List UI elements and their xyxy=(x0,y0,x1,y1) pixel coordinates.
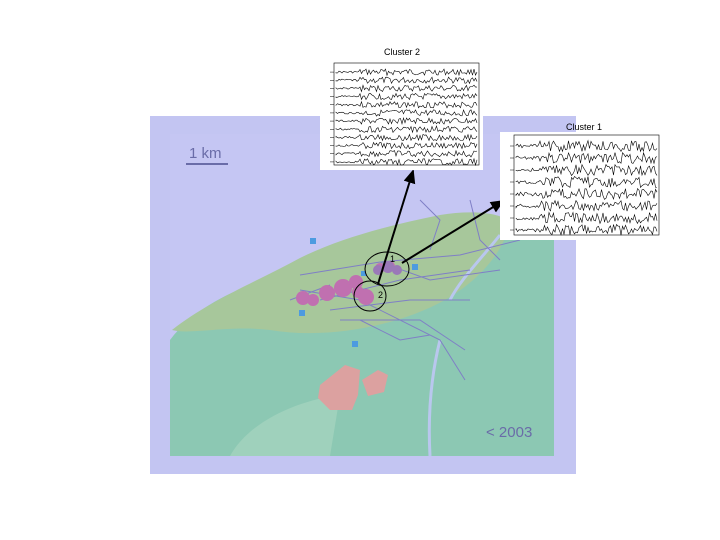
seismogram-trace xyxy=(515,223,658,236)
cluster-1-marker: 1 xyxy=(390,254,395,264)
station-marker xyxy=(361,271,366,276)
map-inlet xyxy=(230,395,340,456)
station-marker xyxy=(310,238,316,244)
seismogram-trace xyxy=(335,133,478,142)
seismogram-trace xyxy=(335,157,478,167)
seismogram-trace xyxy=(335,125,478,134)
map-island xyxy=(172,212,510,334)
seismogram-trace xyxy=(515,139,658,153)
cluster-2-waveforms xyxy=(320,60,483,170)
seismogram-trace xyxy=(335,109,478,117)
cluster-2-arrow xyxy=(377,169,416,285)
station-marker xyxy=(299,310,305,316)
period-label: < 2003 xyxy=(486,424,533,441)
seismogram-frame xyxy=(513,134,660,236)
seismogram-trace xyxy=(515,199,658,212)
cluster-2-marker: 2 xyxy=(378,290,383,300)
seismogram-trace xyxy=(515,163,658,177)
cluster-1-title: Cluster 1 xyxy=(566,122,603,132)
scale-label: 1 km xyxy=(189,145,222,162)
cluster-1-arrow xyxy=(401,199,505,264)
seismogram-trace xyxy=(335,117,478,125)
seismogram-trace xyxy=(335,84,477,93)
seismic-stations xyxy=(299,238,418,347)
station-marker xyxy=(352,341,358,347)
seismogram-trace xyxy=(335,141,478,150)
cluster-2-ellipse xyxy=(353,280,387,312)
seismogram-trace xyxy=(335,68,478,77)
seismogram-trace xyxy=(515,187,658,200)
map-channel xyxy=(427,234,502,457)
seismogram-trace xyxy=(515,151,658,165)
seismogram-trace xyxy=(335,149,478,158)
station-marker xyxy=(412,264,418,270)
seismogram-frame xyxy=(333,62,480,166)
cluster-2-title: Cluster 2 xyxy=(384,47,421,57)
cluster-2-seismogram xyxy=(330,62,480,167)
cluster-1-waveforms xyxy=(500,132,663,240)
seismogram-trace xyxy=(335,100,478,109)
buildings xyxy=(318,365,388,410)
seismogram-trace xyxy=(515,176,658,189)
seismogram-trace xyxy=(335,76,478,85)
seismogram-trace xyxy=(515,211,658,225)
cluster-1-seismogram xyxy=(510,134,660,236)
seismogram-trace xyxy=(335,92,478,101)
